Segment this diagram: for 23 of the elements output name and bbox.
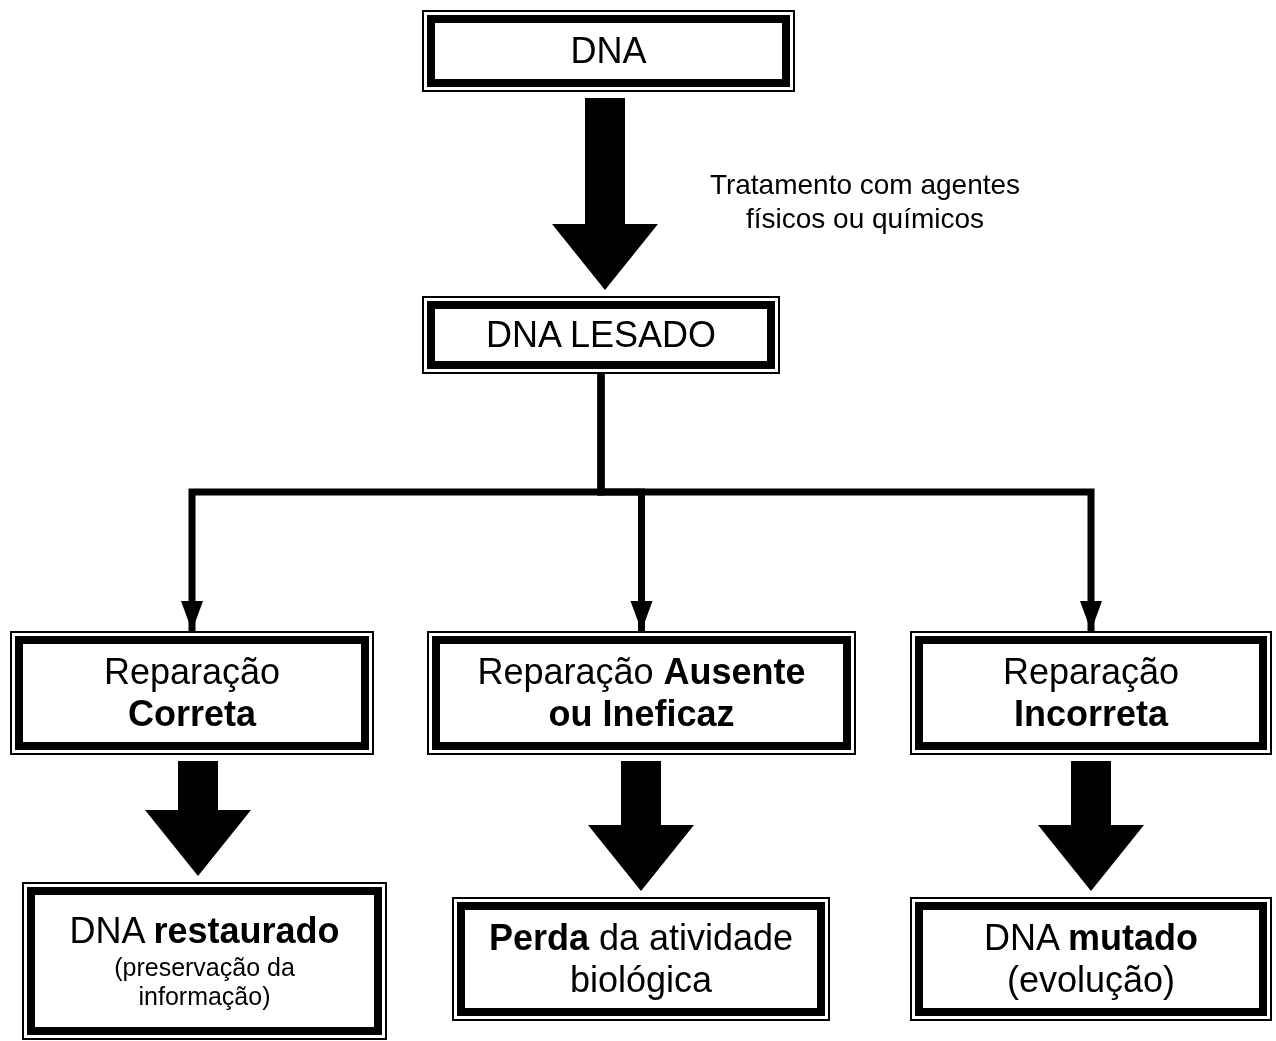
block-arrow — [552, 98, 658, 290]
double-border-box — [22, 882, 387, 1040]
double-border-box — [10, 631, 374, 755]
edge-note: Tratamento com agentes físicos ou químicos — [708, 168, 1022, 236]
box-text: Reparação Correta — [102, 650, 282, 736]
box-text: DNA mutado — [984, 916, 1198, 959]
box-subtext: (preservação da informação) — [113, 952, 296, 1012]
double-border-box — [910, 897, 1272, 1021]
box-text: DNA restaurado — [69, 910, 340, 953]
box-subtext: (evolução) — [1006, 959, 1176, 1002]
block-arrow — [1038, 761, 1144, 891]
arrow — [597, 374, 1102, 631]
box-text: Reparação Ausente ou Ineficaz — [476, 650, 807, 736]
block-arrow — [588, 761, 694, 891]
double-border-box — [452, 897, 830, 1021]
box-text: Perda da atividade biológica — [487, 916, 795, 1002]
double-border-box — [427, 631, 856, 755]
double-border-box — [910, 631, 1272, 755]
box-text: Reparação Incorreta — [1001, 650, 1181, 736]
box-text: DNA LESADO — [485, 313, 717, 357]
double-border-box — [422, 296, 780, 374]
double-border-box — [422, 10, 795, 92]
box-text: DNA — [570, 29, 647, 73]
